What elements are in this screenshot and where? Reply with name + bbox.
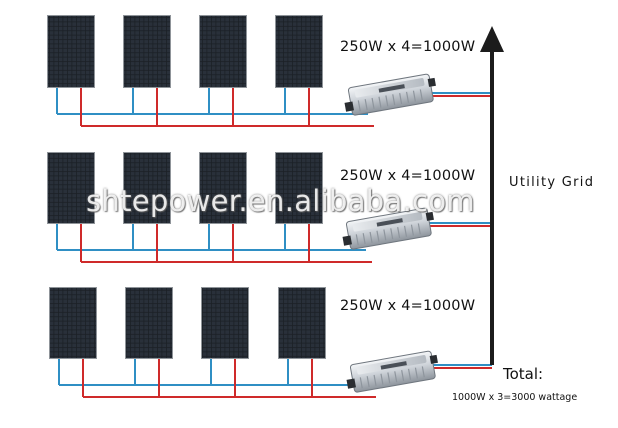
solar-panels-layer	[47, 15, 326, 359]
inverter-fin	[376, 230, 380, 242]
inverter-display	[378, 84, 405, 93]
inverter-icon	[342, 207, 434, 250]
inverter-fin	[366, 376, 370, 388]
inverter-fin	[394, 371, 398, 383]
inverter-fin	[401, 370, 405, 382]
inverter-fin	[397, 227, 401, 239]
inverter-fin	[357, 100, 361, 112]
inverter-fin	[371, 97, 375, 109]
ac-connector	[427, 77, 436, 87]
panel-cells	[48, 153, 94, 223]
inverter-icon	[346, 350, 438, 393]
inverter-fin	[405, 91, 410, 103]
solar-panel-icon	[47, 152, 95, 224]
total-label: Total:	[503, 365, 544, 383]
solar-panel-icon	[199, 152, 247, 224]
utility-grid-label: Utility Grid	[509, 175, 595, 190]
inverter-fin	[403, 225, 408, 237]
inverter-fin	[410, 224, 414, 236]
inverters-layer	[342, 73, 438, 393]
panel-cells	[200, 16, 246, 87]
panel-cells	[50, 288, 96, 358]
utility-grid-bus	[480, 26, 504, 365]
solar-panel-icon	[125, 287, 173, 359]
row-3-rating-label: 250W x 4=1000W	[340, 298, 476, 314]
solar-panel-icon	[275, 15, 323, 88]
inverter-fin	[421, 366, 425, 378]
inverter-fin	[383, 229, 387, 241]
ac-connector	[425, 211, 434, 221]
inverter-fin	[385, 95, 389, 107]
inverter-fin	[399, 93, 403, 105]
panel-cells	[124, 16, 170, 87]
inverter-fin	[378, 96, 382, 108]
inverter-display	[380, 361, 407, 370]
inverter-fin	[387, 372, 391, 384]
solar-panel-icon	[49, 287, 97, 359]
inverter-fin	[414, 367, 418, 379]
inverter-fin	[362, 233, 366, 245]
row-1-rating-label: 250W x 4=1000W	[340, 39, 476, 55]
panel-cells	[126, 288, 172, 358]
solar-panel-icon	[201, 287, 249, 359]
row-2-rating-label: 250W x 4=1000W	[340, 168, 476, 184]
inverter-fin	[355, 234, 359, 246]
watermark: shtepower.en.alibaba.com	[86, 184, 475, 218]
panel-cells	[200, 153, 246, 223]
inverter-fin	[390, 228, 394, 240]
solar-panel-icon	[278, 287, 326, 359]
solar-panel-icon	[123, 152, 171, 224]
total-detail: 1000W x 3=3000 wattage	[452, 392, 578, 403]
inverter-fin	[407, 368, 412, 380]
dc-connector	[342, 235, 352, 246]
solar-panel-icon	[123, 15, 171, 88]
panel-cells	[279, 288, 325, 358]
solar-panel-icon	[275, 152, 323, 224]
inverter-fin	[419, 89, 423, 101]
grid-arrow-icon	[480, 26, 504, 52]
solar-panel-icon	[47, 15, 95, 88]
ac-connector	[429, 354, 438, 364]
panel-cells	[202, 288, 248, 358]
inverter-fin	[369, 231, 373, 243]
inverter-fin	[364, 99, 368, 111]
panel-cells	[276, 16, 322, 87]
wiring-layer	[56, 87, 492, 398]
inverter-fin	[359, 377, 363, 389]
inverter-fin	[373, 374, 377, 386]
inverter-fin	[392, 94, 396, 106]
inverter-fin	[417, 223, 421, 235]
dc-connector	[344, 101, 354, 112]
solar-panel-icon	[199, 15, 247, 88]
inverter-icon	[344, 73, 436, 116]
inverter-display	[376, 218, 403, 227]
panel-cells	[276, 153, 322, 223]
inverter-fin	[412, 90, 416, 102]
panel-cells	[48, 16, 94, 87]
panel-cells	[124, 153, 170, 223]
inverter-fin	[380, 373, 384, 385]
dc-connector	[346, 378, 356, 389]
